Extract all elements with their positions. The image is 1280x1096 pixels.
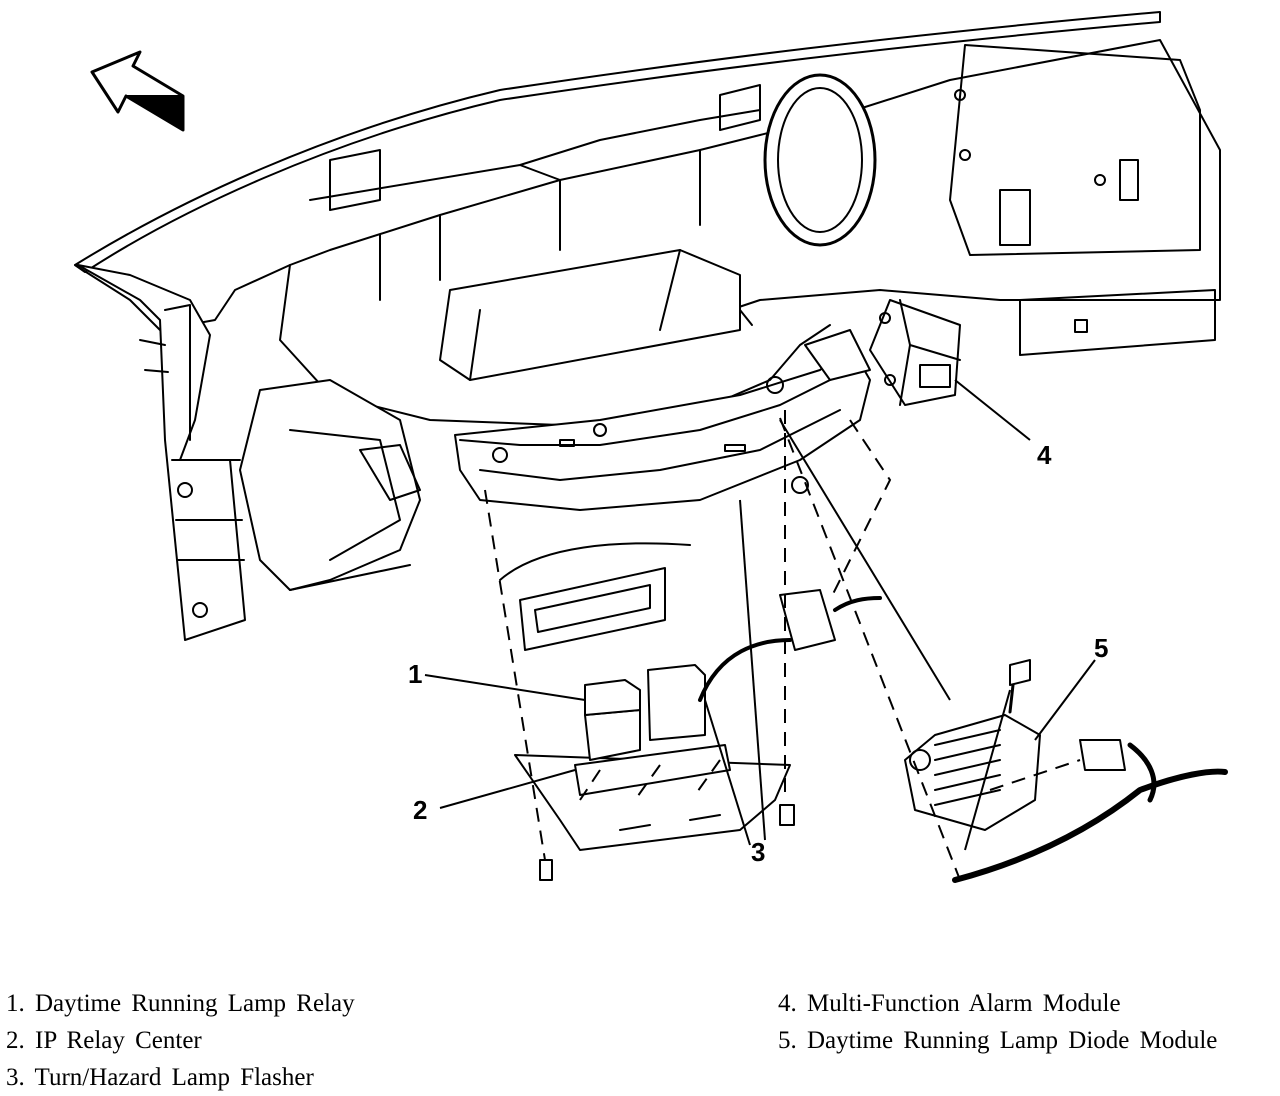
ip-relay-center — [514, 664, 791, 851]
callout-5: 5 — [1094, 633, 1108, 663]
callout-3: 3 — [751, 837, 765, 867]
drl-diode-module — [904, 659, 1041, 831]
legend-column-left: 1. Daytime Running Lamp Relay 2. IP Rela… — [6, 985, 355, 1096]
legend-item-1: 1. Daytime Running Lamp Relay — [6, 990, 355, 1017]
legend-item-2: 2. IP Relay Center — [6, 1027, 202, 1054]
left-side-bracket — [77, 264, 246, 641]
legend-item-5: 5. Daytime Running Lamp Diode Module — [778, 1027, 1218, 1054]
floor-duct-outlet — [499, 542, 691, 651]
component-legend: 1. Daytime Running Lamp Relay 2. IP Rela… — [0, 985, 1280, 1096]
forward-arrow-icon — [90, 50, 185, 132]
wiring-harness — [698, 589, 1228, 883]
legend-item-3: 3. Turn/Hazard Lamp Flasher — [6, 1064, 314, 1091]
multi-function-alarm-module — [869, 299, 961, 406]
legend-item-4: 4. Multi-Function Alarm Module — [778, 990, 1121, 1017]
callout-1: 1 — [408, 659, 422, 689]
cross-car-beam — [454, 309, 871, 511]
lower-dash-duct — [239, 379, 421, 591]
legend-column-right: 4. Multi-Function Alarm Module 5. Daytim… — [778, 985, 1217, 1059]
callout-4: 4 — [1037, 440, 1052, 470]
alignment-lines — [484, 410, 1081, 881]
leader-lines — [424, 379, 1096, 851]
callout-2: 2 — [413, 795, 427, 825]
fastener-screws — [539, 804, 795, 881]
component-locator-diagram: 1 2 3 4 5 — [74, 11, 1228, 883]
instrument-panel-carrier — [74, 11, 1221, 426]
